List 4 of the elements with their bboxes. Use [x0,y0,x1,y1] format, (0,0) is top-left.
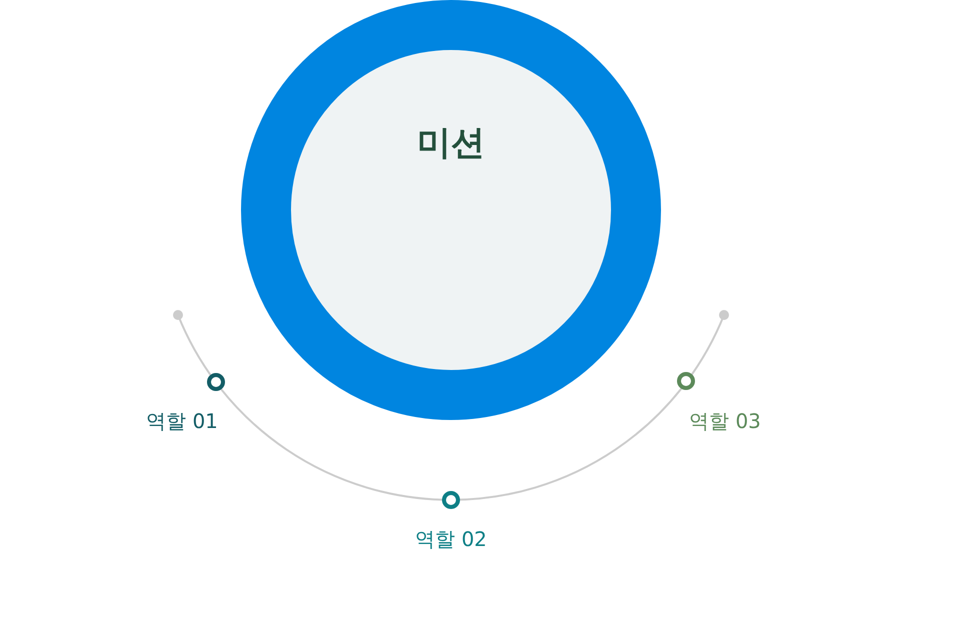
role-label: 역할 03 [689,409,761,433]
role-label: 역할 02 [415,527,487,551]
role-label: 역할 01 [146,409,218,433]
mission-title: 미션 [417,122,485,165]
